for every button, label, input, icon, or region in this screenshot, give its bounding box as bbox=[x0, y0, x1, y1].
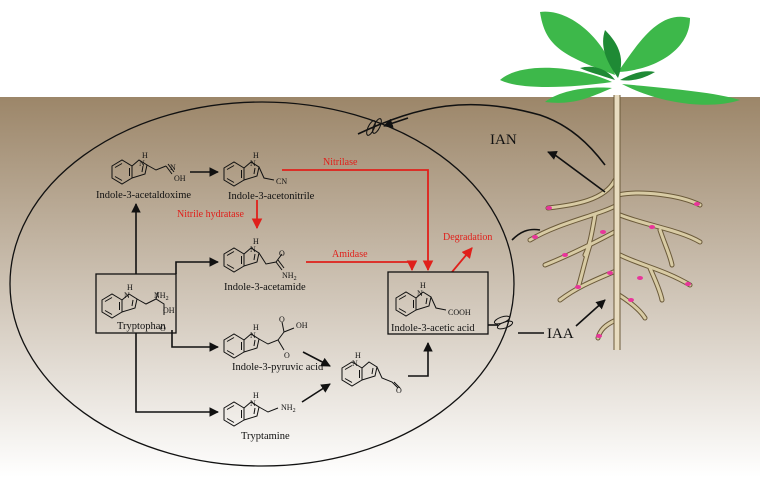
ipya-h: H bbox=[253, 323, 259, 332]
label-aox: Indole-3-acetaldoxime bbox=[96, 190, 191, 201]
ian-h: H bbox=[253, 151, 259, 160]
plant-illustration bbox=[500, 11, 740, 350]
aox-n: N bbox=[139, 159, 145, 168]
label-amidase: Amidase bbox=[332, 249, 368, 260]
arrow-trp-to-iam bbox=[175, 257, 219, 274]
arrow-iaa-to-plant bbox=[575, 299, 606, 327]
label-ipya: Indole-3-pyruvic acid bbox=[232, 362, 324, 373]
iam-n: N bbox=[250, 245, 256, 254]
trp-oh: OH bbox=[163, 306, 175, 315]
label-iaa: IAA bbox=[547, 326, 574, 342]
arrow-trp-to-ipya bbox=[171, 330, 219, 352]
label-nitrile-hydratase: Nitrile hydratase bbox=[177, 209, 244, 220]
structure-trp bbox=[101, 291, 165, 319]
arrow-ian-export bbox=[357, 103, 606, 166]
structure-iaa bbox=[395, 291, 447, 317]
label-nitrilase: Nitrilase bbox=[323, 157, 358, 168]
soil-background bbox=[0, 97, 760, 477]
arrow-nitrilase bbox=[282, 169, 434, 272]
ial-n: N bbox=[352, 359, 358, 368]
arrow-ian-into-cell bbox=[383, 117, 409, 128]
ial-o: O bbox=[396, 386, 402, 395]
arrow-ipya-to-ial bbox=[302, 351, 331, 367]
arrow-cell-root-contact bbox=[511, 228, 541, 241]
iaa-h: H bbox=[420, 281, 426, 290]
structure-aox bbox=[111, 159, 175, 185]
structure-ipya bbox=[223, 321, 295, 359]
bacteria-spots bbox=[532, 202, 700, 338]
ian-n: N bbox=[250, 159, 256, 168]
label-ian: IAN bbox=[490, 132, 517, 148]
aox-oh: OH bbox=[174, 174, 186, 183]
label-ian-full: Indole-3-acetonitrile bbox=[228, 191, 315, 202]
structure-tam bbox=[223, 401, 279, 427]
tam-h: H bbox=[253, 391, 259, 400]
arrow-plant-to-ian bbox=[547, 150, 606, 193]
transporter-iaa bbox=[493, 315, 514, 330]
iaa-n: N bbox=[417, 289, 423, 298]
transporter-ian bbox=[366, 118, 382, 136]
ipya-o2: O bbox=[284, 351, 290, 360]
arrow-degradation bbox=[451, 247, 473, 273]
ial-h: H bbox=[355, 351, 361, 360]
aox-h: H bbox=[142, 151, 148, 160]
aox-n2: N bbox=[170, 163, 176, 172]
label-iam: Indole-3-acetamide bbox=[224, 282, 306, 293]
label-iaa-full: Indole-3-acetic acid bbox=[391, 323, 475, 334]
structure-iam bbox=[223, 247, 285, 273]
label-trp: Tryptophan bbox=[117, 321, 166, 332]
arrow-amidase bbox=[306, 260, 418, 272]
iaa-box bbox=[387, 271, 489, 335]
tryptophan-box bbox=[95, 273, 177, 334]
iam-o: O bbox=[279, 249, 285, 258]
trp-nh2: NH2 bbox=[154, 291, 169, 302]
trp-n: N bbox=[124, 291, 130, 300]
leaves bbox=[500, 11, 740, 105]
trp-h: H bbox=[127, 283, 133, 292]
iam-h: H bbox=[253, 237, 259, 246]
label-degradation: Degradation bbox=[443, 232, 492, 243]
arrow-trp-to-tam bbox=[135, 333, 219, 417]
tam-nh2: NH2 bbox=[281, 403, 296, 414]
arrow-tam-to-ial bbox=[301, 383, 331, 403]
ipya-n: N bbox=[250, 331, 256, 340]
ian-cn: CN bbox=[276, 177, 287, 186]
ipya-o: O bbox=[279, 315, 285, 324]
structure-ial bbox=[341, 361, 401, 389]
ipya-oh: OH bbox=[296, 321, 308, 330]
iam-nh2: NH2 bbox=[282, 271, 297, 282]
label-tam: Tryptamine bbox=[241, 431, 290, 442]
trp-o: O bbox=[160, 324, 166, 333]
cell-boundary bbox=[9, 101, 515, 467]
arrow-ial-to-iaa bbox=[408, 342, 433, 377]
iaa-cooh: COOH bbox=[448, 308, 471, 317]
structure-ian bbox=[223, 161, 275, 187]
tam-n: N bbox=[250, 399, 256, 408]
